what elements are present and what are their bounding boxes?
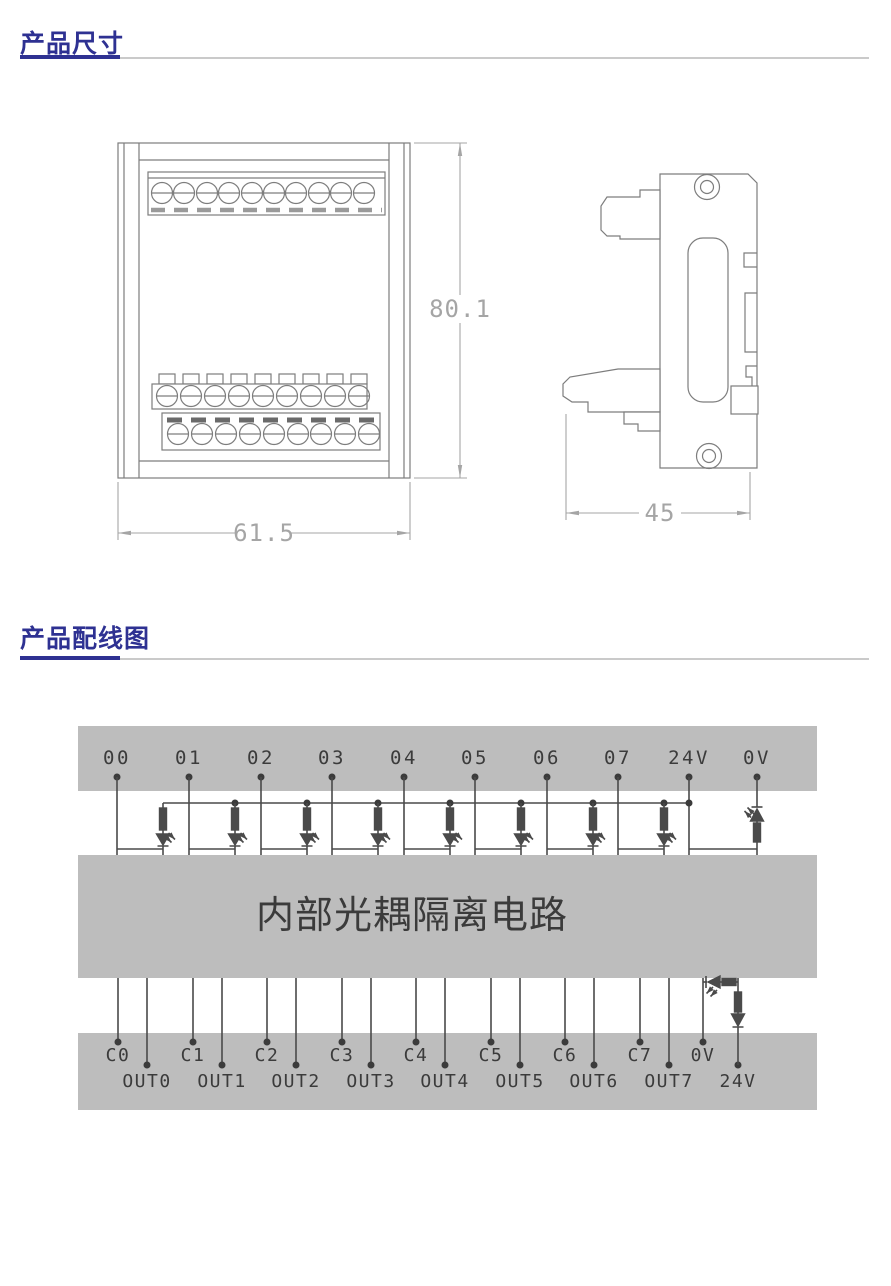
terminal-label: OUT3 [346, 1071, 395, 1092]
terminal-label: OUT5 [495, 1071, 544, 1092]
dim-width-label: 61.5 [233, 519, 295, 547]
terminal-label: OUT0 [122, 1071, 171, 1092]
terminal-label: 24V [719, 1071, 756, 1092]
terminal-label: 24V [668, 747, 710, 769]
dimension-width: 61.5 [117, 482, 411, 547]
terminal-label: C2 [255, 1045, 280, 1066]
terminal-label: C4 [404, 1045, 429, 1066]
front-view: 80.1 61.5 [117, 142, 491, 547]
section-divider-2 [20, 658, 869, 660]
terminal-label: C5 [479, 1045, 504, 1066]
terminal-label: 0V [691, 1045, 716, 1066]
output-labels: OUT0 OUT1 OUT2 OUT3 OUT4 OUT5 OUT6 OUT7 … [122, 1071, 756, 1092]
terminal-label: OUT4 [420, 1071, 469, 1092]
top-terminal-bar [78, 726, 817, 791]
terminal-label: C6 [553, 1045, 578, 1066]
isolation-block-bar [78, 855, 817, 978]
section-title-wiring: 产品配线图 [20, 625, 151, 653]
power-indicator-top [743, 777, 765, 855]
terminal-label: C1 [181, 1045, 206, 1066]
terminal-label: OUT6 [569, 1071, 618, 1092]
terminal-label: 0V [743, 747, 771, 769]
input-signal-lines [116, 777, 690, 855]
terminal-label: C0 [106, 1045, 131, 1066]
terminal-label: OUT7 [644, 1071, 693, 1092]
terminal-label: 04 [390, 747, 418, 769]
common-lines [117, 978, 704, 1042]
side-view: 45 [562, 173, 759, 527]
common-labels: C0 C1 C2 C3 C4 C5 C6 C7 0V [106, 1045, 716, 1066]
terminal-label: OUT1 [197, 1071, 246, 1092]
output-dots [143, 1061, 742, 1069]
power-indicator-bottom [703, 974, 746, 1065]
terminal-label: 02 [247, 747, 275, 769]
terminal-label: OUT2 [271, 1071, 320, 1092]
terminal-label: C3 [330, 1045, 355, 1066]
common-dots [114, 1038, 707, 1046]
front-top-terminal-strip [147, 171, 386, 216]
terminal-label: 05 [461, 747, 489, 769]
terminal-label: 03 [318, 747, 346, 769]
front-bottom-strip-lower [161, 412, 381, 451]
dimension-height: 80.1 [414, 142, 491, 479]
channel-indicator-branches [157, 803, 677, 855]
isolation-block-label: 内部光耦隔离电路 [256, 895, 568, 937]
dim-height-label: 80.1 [429, 295, 491, 323]
bottom-terminal-bar [78, 1033, 817, 1110]
front-bottom-strip-upper [151, 373, 371, 410]
output-lines [146, 978, 670, 1065]
terminal-label: 01 [175, 747, 203, 769]
section-divider-1 [20, 57, 869, 59]
terminal-label: C7 [628, 1045, 653, 1066]
section-title-dimensions: 产品尺寸 [20, 30, 125, 58]
side-top-terminal [600, 189, 661, 240]
dimension-depth: 45 [565, 414, 751, 527]
section-divider-accent-2 [20, 656, 120, 660]
terminal-label: 00 [103, 747, 131, 769]
section-divider-accent-1 [20, 55, 120, 59]
terminal-label: 06 [533, 747, 561, 769]
dim-depth-label: 45 [645, 499, 676, 527]
top-terminal-labels: 00 01 02 03 04 05 06 07 24V 0V [103, 747, 771, 769]
terminal-label: 07 [604, 747, 632, 769]
